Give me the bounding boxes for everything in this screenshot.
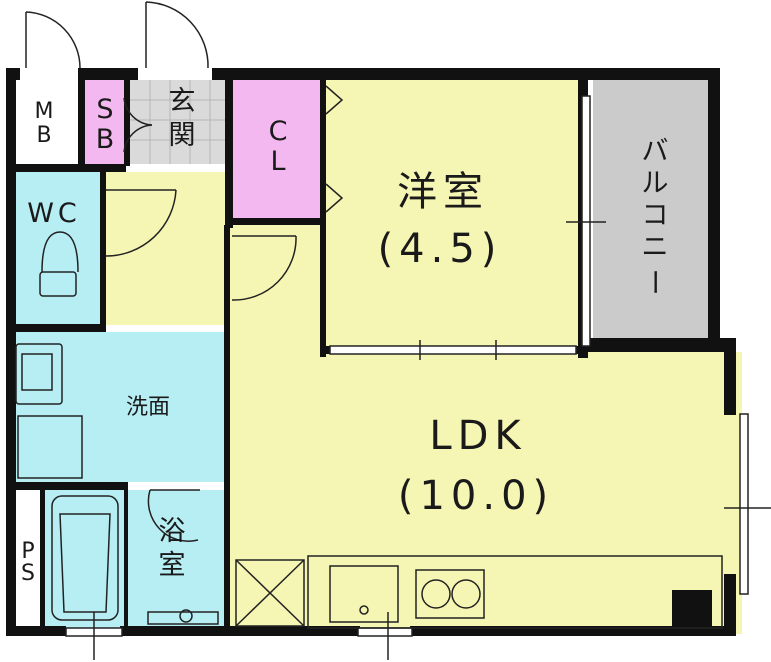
ldk-name: LDK bbox=[429, 413, 526, 459]
ps-fill bbox=[14, 490, 40, 630]
washroom-fill bbox=[14, 332, 226, 482]
ldk-fill bbox=[230, 225, 325, 357]
balcony-label-char-1: バ bbox=[642, 136, 669, 167]
fixtures bbox=[15, 231, 723, 629]
wc-label: WC bbox=[27, 198, 81, 229]
ldk-fill-main bbox=[230, 352, 742, 634]
balcony-label-char-4: ニ bbox=[642, 232, 669, 263]
entrance-label-line2: 関 bbox=[169, 120, 196, 151]
mb-label-line2: B bbox=[36, 123, 51, 148]
entrance-tiles bbox=[130, 80, 225, 164]
ldk-size: (10.0) bbox=[398, 473, 554, 519]
walls bbox=[6, 68, 736, 636]
entrance-fill bbox=[130, 80, 225, 164]
sb-label-line2: B bbox=[96, 124, 115, 155]
windows bbox=[65, 95, 771, 660]
bathroom-label-line1: 浴 bbox=[159, 516, 186, 547]
sb-label-line1: S bbox=[96, 94, 113, 125]
western-room-size: (4.5) bbox=[378, 226, 503, 272]
mb-label-line1: M bbox=[35, 99, 54, 124]
ps-label-line1: P bbox=[21, 539, 34, 564]
balcony-label-char-5: ー bbox=[638, 269, 669, 296]
western-room-fill bbox=[325, 80, 578, 352]
bathroom-label-line2: 室 bbox=[159, 550, 186, 581]
wc-fill bbox=[14, 172, 102, 325]
balcony-label-char-2: ル bbox=[642, 168, 669, 199]
bathroom-fill bbox=[44, 490, 226, 630]
closet-label-line1: C bbox=[269, 116, 288, 147]
ps-label-line2: S bbox=[21, 561, 35, 586]
western-room-name: 洋室 bbox=[397, 169, 489, 215]
closet-label-line2: L bbox=[270, 146, 285, 177]
washroom-label: 洗面 bbox=[126, 395, 170, 420]
balcony-label: バ ル コ ニ ー bbox=[638, 136, 669, 296]
storage-fill bbox=[85, 80, 129, 164]
closet-fill bbox=[232, 80, 322, 220]
mb-fill bbox=[14, 80, 80, 164]
balcony-label-char-3: コ bbox=[642, 200, 669, 231]
entrance-label-line1: 玄 bbox=[169, 86, 196, 117]
hall-fill bbox=[105, 172, 230, 325]
doors bbox=[25, 1, 344, 542]
balcony-fill bbox=[593, 80, 708, 338]
